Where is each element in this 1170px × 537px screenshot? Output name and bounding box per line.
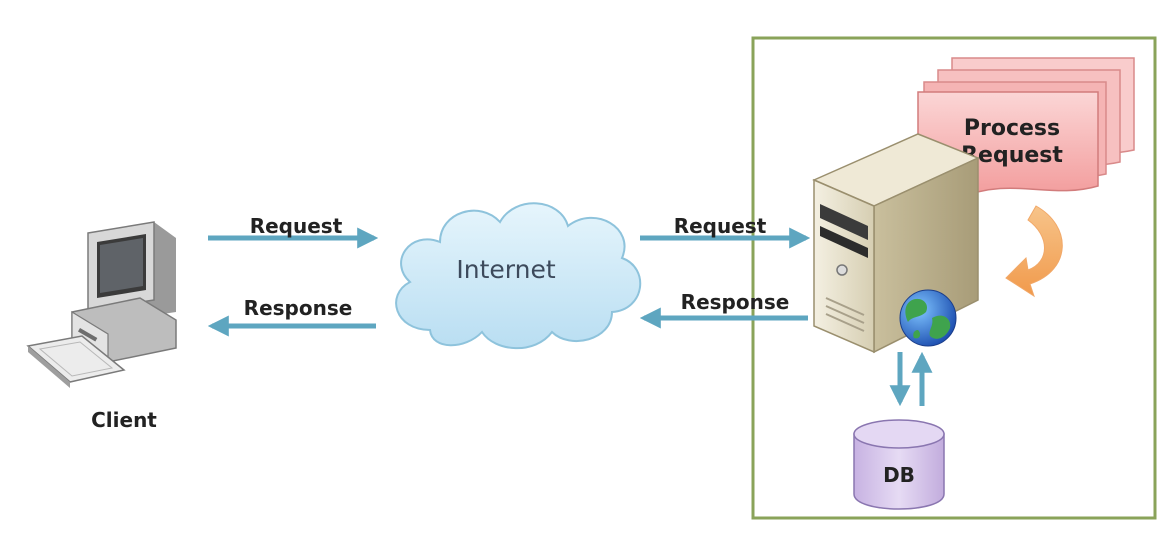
client-computer-icon: [26, 221, 177, 388]
database-label: DB: [883, 463, 915, 487]
client-label: Client: [91, 408, 157, 432]
internet-label: Internet: [456, 255, 555, 284]
process-label-line1: Process: [964, 116, 1060, 141]
client-response-label: Response: [244, 296, 353, 320]
server-container-box: [751, 36, 1157, 520]
client-request-label: Request: [250, 214, 343, 238]
process-cycle-arrow-icon: [1005, 205, 1063, 298]
server-request-label: Request: [674, 214, 767, 238]
globe-icon: [899, 289, 957, 347]
server-response-label: Response: [681, 290, 790, 314]
internet-cloud-icon: [395, 202, 642, 350]
database-icon: [853, 419, 945, 510]
